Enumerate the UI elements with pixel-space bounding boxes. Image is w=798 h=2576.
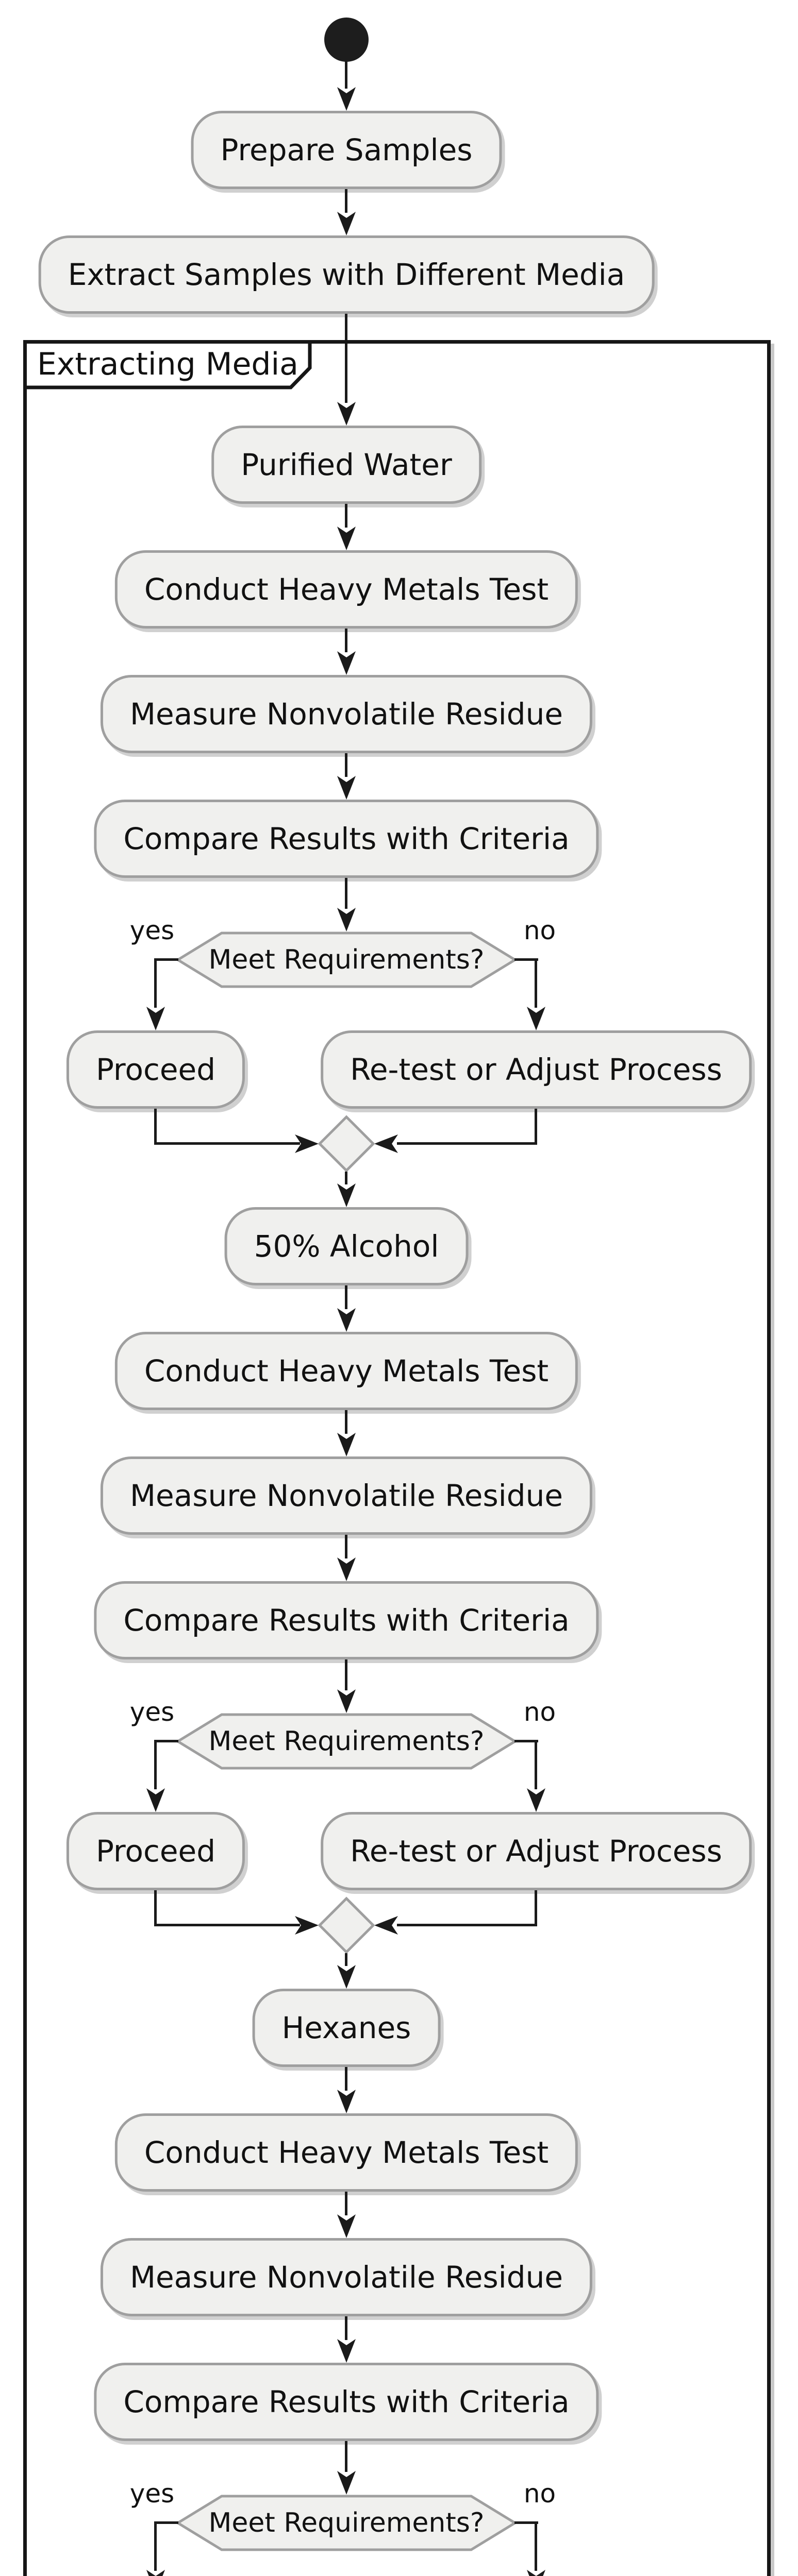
- connector: [345, 1953, 347, 1966]
- connector: [535, 1890, 537, 1926]
- arrowhead-down-icon: [337, 2214, 356, 2238]
- connector: [345, 1659, 347, 1690]
- connector: [345, 61, 347, 89]
- merge-diamond: [318, 1115, 375, 1173]
- activity-media: 50% Alcohol: [224, 1207, 469, 1285]
- partition-frame: [23, 340, 771, 2576]
- media-section: 50% Alcohol Conduct Heavy Metals Test Me…: [0, 1207, 798, 1989]
- arrowhead-left-icon: [374, 1134, 398, 1153]
- activity-prepare-samples: Prepare Samples: [191, 111, 502, 189]
- connector: [535, 958, 537, 1008]
- arrowhead-down-icon: [146, 1007, 165, 1030]
- arrowhead-down-icon: [337, 1433, 356, 1456]
- connector: [345, 878, 347, 909]
- connector: [155, 2521, 178, 2524]
- arrowhead-down-icon: [337, 2090, 356, 2113]
- arrowhead-down-icon: [337, 2471, 356, 2495]
- connector: [345, 504, 347, 528]
- start-node-icon: [324, 18, 369, 62]
- decision-label: Meet Requirements?: [208, 1726, 485, 1757]
- decision-node: Meet Requirements?: [176, 2495, 517, 2551]
- connector: [345, 314, 347, 403]
- activity-extract-samples: Extract Samples with Different Media: [38, 235, 655, 314]
- activity-compare-results: Compare Results with Criteria: [94, 1581, 599, 1659]
- media-section: Purified Water Conduct Heavy Metals Test…: [0, 426, 798, 1207]
- activity-retest: Re-test or Adjust Process: [321, 1030, 752, 1109]
- activity-compare-results: Compare Results with Criteria: [94, 800, 599, 878]
- connector: [514, 2521, 538, 2524]
- arrowhead-down-icon: [337, 1557, 356, 1581]
- connector: [345, 2441, 347, 2472]
- branch-label-yes: yes: [129, 916, 175, 945]
- connector: [397, 1924, 536, 1926]
- arrowhead-down-icon: [527, 1007, 545, 1030]
- activity-conduct-test: Conduct Heavy Metals Test: [114, 550, 578, 629]
- branch-label-no: no: [523, 1697, 556, 1727]
- arrowhead-down-icon: [146, 1788, 165, 1812]
- arrowhead-down-icon: [337, 527, 356, 550]
- activity-conduct-test: Conduct Heavy Metals Test: [114, 2113, 578, 2192]
- connector: [154, 1740, 157, 1789]
- arrowhead-down-icon: [337, 212, 356, 235]
- branch-label-no: no: [523, 916, 556, 945]
- arrowhead-down-icon: [527, 1788, 545, 1812]
- connector: [345, 1535, 347, 1558]
- merge-diamond: [318, 1896, 375, 1954]
- arrowhead-down-icon: [337, 776, 356, 800]
- media-section: Hexanes Conduct Heavy Metals Test Measur…: [0, 1989, 798, 2576]
- connector: [345, 629, 347, 652]
- activity-retest: Re-test or Adjust Process: [321, 1812, 752, 1890]
- connector: [345, 1410, 347, 1434]
- activity-proceed: Proceed: [66, 1030, 245, 1109]
- branch-label-no: no: [523, 2479, 556, 2509]
- connector: [535, 2521, 537, 2571]
- connector: [156, 1142, 300, 1145]
- activity-conduct-test: Conduct Heavy Metals Test: [114, 1332, 578, 1410]
- connector: [535, 1740, 537, 1789]
- arrowhead-down-icon: [337, 87, 356, 111]
- connector: [345, 2192, 347, 2215]
- activity-media: Purified Water: [211, 426, 481, 504]
- connector: [535, 1109, 537, 1145]
- decision-label: Meet Requirements?: [208, 944, 485, 975]
- partition-title: Extracting Media: [37, 346, 298, 382]
- connector: [345, 1285, 347, 1309]
- connector: [154, 2521, 157, 2571]
- decision-node: Meet Requirements?: [176, 1713, 517, 1770]
- arrowhead-down-icon: [337, 651, 356, 675]
- arrowhead-left-icon: [374, 1916, 398, 1935]
- partition-tab: [23, 340, 312, 389]
- connector: [514, 958, 538, 961]
- arrowhead-down-icon: [337, 2339, 356, 2363]
- activity-measure-residue: Measure Nonvolatile Residue: [100, 675, 593, 753]
- connector: [155, 958, 178, 961]
- connector: [514, 1740, 538, 1742]
- connector: [154, 958, 157, 1008]
- arrowhead-down-icon: [337, 1689, 356, 1713]
- connector: [345, 753, 347, 777]
- connector: [155, 1740, 178, 1742]
- activity-media: Hexanes: [252, 1989, 441, 2067]
- arrowhead-down-icon: [337, 1308, 356, 1332]
- connector: [154, 1890, 157, 1926]
- arrowhead-down-icon: [337, 908, 356, 931]
- activity-measure-residue: Measure Nonvolatile Residue: [100, 2238, 593, 2316]
- connector: [345, 2067, 347, 2091]
- connector: [154, 1109, 157, 1145]
- activity-compare-results: Compare Results with Criteria: [94, 2363, 599, 2441]
- branch-label-yes: yes: [129, 2479, 175, 2509]
- decision-node: Meet Requirements?: [176, 931, 517, 988]
- branch-label-yes: yes: [129, 1697, 175, 1727]
- activity-proceed: Proceed: [66, 1812, 245, 1890]
- connector: [397, 1142, 536, 1145]
- connector: [345, 189, 347, 213]
- decision-label: Meet Requirements?: [208, 2507, 485, 2538]
- activity-measure-residue: Measure Nonvolatile Residue: [100, 1456, 593, 1535]
- connector: [345, 2316, 347, 2340]
- connector: [345, 1172, 347, 1184]
- connector: [156, 1924, 300, 1926]
